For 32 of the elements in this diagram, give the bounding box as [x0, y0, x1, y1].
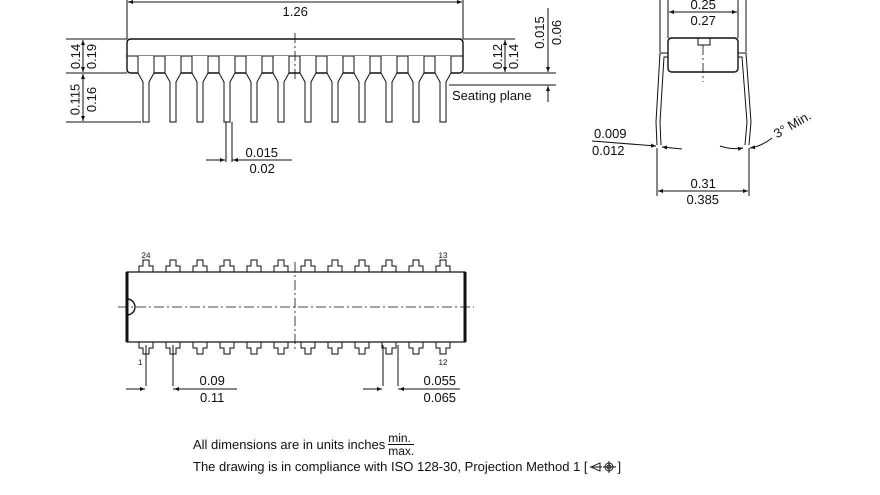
dimension-value: 0.25: [690, 0, 716, 12]
pin-number: 1: [138, 358, 142, 367]
dimension-value: 0.015: [246, 145, 278, 160]
note-text: All dimensions are in units inches: [193, 437, 386, 452]
dimension-value: 0.115: [67, 83, 82, 115]
seating-plane-label: Seating plane: [452, 88, 532, 103]
dimension-value: 0.06: [548, 19, 564, 45]
pin-number: 24: [142, 251, 150, 260]
dimension-value: 0.19: [84, 43, 99, 69]
dimension-value: 0.02: [250, 161, 275, 176]
dimension-value: 0.16: [84, 86, 99, 112]
dimension-value: 0.14: [506, 43, 521, 69]
note-text: The drawing is in compliance with ISO 128-30, Projection Method 1 [: [193, 459, 588, 474]
pin-number: 13: [438, 251, 448, 260]
dimension-value: 0.065: [424, 390, 456, 405]
dimension-value: 1.26: [282, 4, 308, 19]
dimension-value: 0.015: [531, 16, 546, 48]
dimension-value: 0.31: [690, 176, 716, 191]
dimension-value: 0.14: [68, 43, 83, 69]
dimension-value: 0.12: [490, 43, 505, 69]
note-text: ]: [618, 459, 622, 474]
dimension-value: 0.055: [424, 373, 456, 388]
dimension-value: 0.385: [686, 192, 720, 207]
dimension-value: 0.11: [200, 390, 224, 405]
angle-label: 3° Min.: [770, 107, 814, 141]
dimension-value: 0.27: [690, 13, 716, 28]
dimension-value: 0.009: [594, 126, 627, 141]
dimension-value: 0.012: [592, 143, 625, 158]
pin-number: 12: [438, 358, 448, 367]
dimension-value: 0.09: [200, 373, 225, 388]
unit-fraction-label: max.: [388, 445, 414, 457]
unit-fraction-label: min.: [388, 432, 414, 445]
